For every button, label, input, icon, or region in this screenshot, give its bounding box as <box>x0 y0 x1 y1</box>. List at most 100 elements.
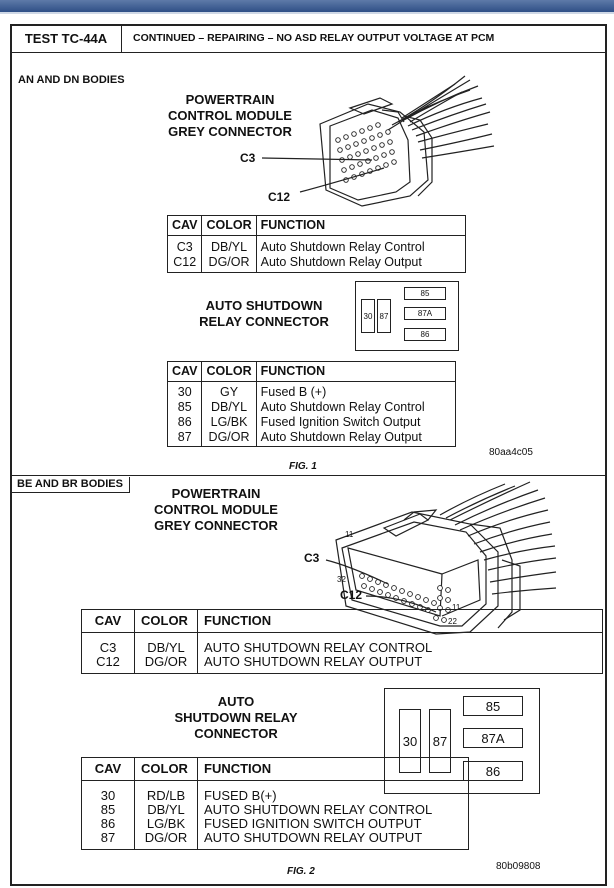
header-divider <box>11 52 607 53</box>
relay-title-line: SHUTDOWN RELAY <box>174 710 298 725</box>
relay-pin-87a: 87A <box>404 307 446 320</box>
cav-cell: 30 <box>166 381 203 400</box>
header-function: FUNCTION <box>255 361 456 382</box>
pcm-title-line: CONTROL MODULE <box>168 108 292 123</box>
header-cav: CAV <box>166 361 203 382</box>
pcm-title-line: CONTROL MODULE <box>154 502 278 517</box>
figure-code-fig2: 80b09808 <box>496 861 541 872</box>
relay-pin-85: 85 <box>463 696 523 716</box>
pcm-title-line: GREY CONNECTOR <box>168 124 292 139</box>
table-header-row: CAV COLOR FUNCTION <box>81 757 469 781</box>
cav-cell: 87 <box>166 430 203 447</box>
table-row: 87 DG/OR Auto Shutdown Relay Output <box>166 430 456 447</box>
table-header-row: CAV COLOR FUNCTION <box>81 609 603 633</box>
function-cell: FUSED B(+) <box>197 789 469 803</box>
relay-title-line: AUTO SHUTDOWN <box>205 298 323 313</box>
cavity-number: 11 <box>452 603 461 612</box>
header-function: FUNCTION <box>197 757 469 781</box>
color-cell: LG/BK <box>134 817 198 831</box>
color-cell: DG/OR <box>134 831 198 850</box>
color-cell: DB/YL <box>201 235 257 255</box>
header-color: COLOR <box>134 757 198 781</box>
header-color: COLOR <box>201 215 257 236</box>
top-banner <box>0 0 614 12</box>
pcm-title-line: POWERTRAIN <box>171 486 261 501</box>
cav-cell: C12 <box>81 655 135 674</box>
relay-title-line: CONNECTOR <box>194 726 278 741</box>
function-cell: Fused B (+) <box>255 381 456 400</box>
relay-pin-87: 87 <box>377 299 391 333</box>
figure-label-fig2: FIG. 2 <box>287 866 315 877</box>
color-cell: LG/BK <box>201 415 257 430</box>
table-row: 86 LG/BK Fused Ignition Switch Output <box>166 415 456 430</box>
page-title: CONTINUED – REPAIRING – NO ASD RELAY OUT… <box>133 32 495 44</box>
relay-connector-title-fig2: AUTO SHUTDOWN RELAY CONNECTOR <box>146 694 326 742</box>
color-cell: DG/OR <box>201 255 257 273</box>
section-label-be-br: BE AND BR BODIES <box>11 477 130 493</box>
function-cell: Fused Ignition Switch Output <box>255 415 456 430</box>
table-row: 30 RD/LB FUSED B(+) <box>81 789 469 803</box>
pcm-connector-title-fig2: POWERTRAIN CONTROL MODULE GREY CONNECTOR <box>132 486 300 534</box>
relay-pinout-table-fig1: CAV COLOR FUNCTION 30 GY Fused B (+) 85 … <box>166 361 456 447</box>
callout-c12: C12 <box>340 588 363 602</box>
callout-c3: C3 <box>240 151 256 165</box>
table-row: 87 DG/OR AUTO SHUTDOWN RELAY OUTPUT <box>81 831 469 850</box>
table-row: 85 DB/YL AUTO SHUTDOWN RELAY CONTROL <box>81 803 469 817</box>
cavity-number: 32 <box>337 575 346 584</box>
table-spacer-row <box>81 780 469 789</box>
relay-pin-30: 30 <box>361 299 375 333</box>
color-cell: DB/YL <box>134 803 198 817</box>
figure-label-fig1: FIG. 1 <box>289 461 317 472</box>
cav-cell: C3 <box>81 641 135 655</box>
relay-pin-85: 85 <box>404 287 446 300</box>
function-cell: Auto Shutdown Relay Output <box>255 430 456 447</box>
relay-pin-86: 86 <box>463 761 523 781</box>
pcm-title-line: POWERTRAIN <box>185 92 275 107</box>
table-row: C12 DG/OR AUTO SHUTDOWN RELAY OUTPUT <box>81 655 603 674</box>
relay-connector-diagram-fig1: 30 87 85 87A 86 <box>355 281 459 351</box>
cav-cell: C3 <box>166 235 203 255</box>
function-cell: Auto Shutdown Relay Control <box>255 400 456 415</box>
color-cell: DB/YL <box>201 400 257 415</box>
table-row: C12 DG/OR Auto Shutdown Relay Output <box>166 255 466 273</box>
pcm-title-line: GREY CONNECTOR <box>154 518 278 533</box>
relay-pin-87a: 87A <box>463 728 523 748</box>
top-banner-divider <box>0 12 614 14</box>
cav-cell: 87 <box>81 831 135 850</box>
header-function: FUNCTION <box>197 609 603 633</box>
cav-cell: 86 <box>166 415 203 430</box>
cav-cell: 85 <box>166 400 203 415</box>
header-function: FUNCTION <box>255 215 466 236</box>
relay-title-line: RELAY CONNECTOR <box>199 314 329 329</box>
color-cell: GY <box>201 381 257 400</box>
table-row: C3 DB/YL AUTO SHUTDOWN RELAY CONTROL <box>81 641 603 655</box>
color-cell: RD/LB <box>134 789 198 803</box>
table-row: 30 GY Fused B (+) <box>166 381 456 400</box>
table-spacer-row <box>81 632 603 641</box>
relay-pin-86: 86 <box>404 328 446 341</box>
pcm-pinout-table-fig2: CAV COLOR FUNCTION C3 DB/YL AUTO SHUTDOW… <box>81 609 603 674</box>
section-divider <box>11 475 607 476</box>
table-header-row: CAV COLOR FUNCTION <box>166 361 456 382</box>
table-header-row: CAV COLOR FUNCTION <box>166 215 466 236</box>
callout-c12: C12 <box>268 190 291 204</box>
cav-cell: 30 <box>81 789 135 803</box>
table-row: 86 LG/BK FUSED IGNITION SWITCH OUTPUT <box>81 817 469 831</box>
function-cell: AUTO SHUTDOWN RELAY CONTROL <box>197 803 469 817</box>
callout-c3: C3 <box>304 551 320 565</box>
header-cav: CAV <box>81 609 135 633</box>
page-frame <box>10 24 607 886</box>
pcm-pinout-table-fig1: CAV COLOR FUNCTION C3 DB/YL Auto Shutdow… <box>166 215 466 273</box>
figure-code-fig1: 80aa4c05 <box>489 447 533 458</box>
relay-connector-title-fig1: AUTO SHUTDOWN RELAY CONNECTOR <box>180 298 348 330</box>
cav-cell: 85 <box>81 803 135 817</box>
section-label-an-dn: AN AND DN BODIES <box>18 74 125 86</box>
header-color: COLOR <box>134 609 198 633</box>
function-cell: AUTO SHUTDOWN RELAY CONTROL <box>197 641 603 655</box>
color-cell: DG/OR <box>134 655 198 674</box>
relay-pinout-table-fig2: CAV COLOR FUNCTION 30 RD/LB FUSED B(+) 8… <box>81 757 469 850</box>
header-color: COLOR <box>201 361 257 382</box>
table-row: 85 DB/YL Auto Shutdown Relay Control <box>166 400 456 415</box>
relay-title-line: AUTO <box>217 694 255 709</box>
